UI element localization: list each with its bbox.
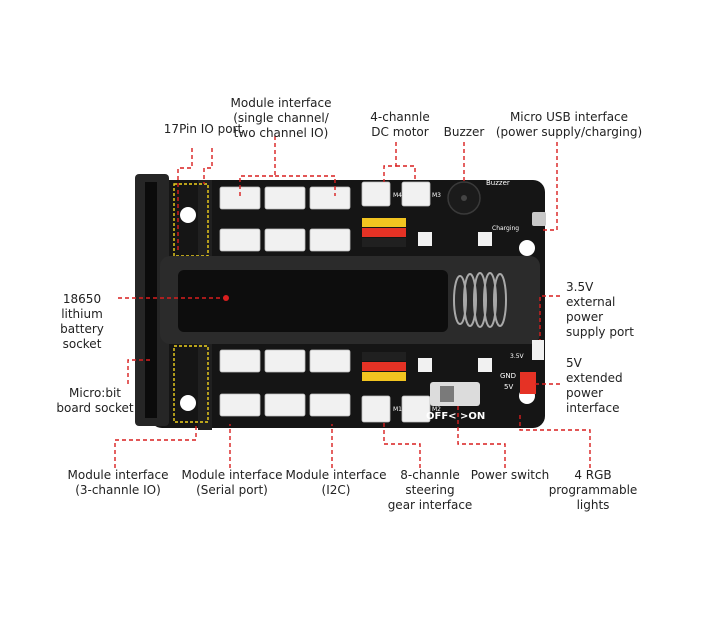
label-power-switch: Power switch — [470, 468, 550, 482]
rgb-led-bottom — [418, 358, 492, 372]
callout-lines — [114, 136, 591, 468]
board-text-m4: M4 — [393, 192, 402, 199]
board-text-5v: 5V — [504, 383, 513, 391]
label-module-i2c: Module interface (I2C) — [285, 468, 387, 497]
label-steering: 8-channle steering gear interface — [387, 468, 473, 512]
board-text-charging: Charging — [492, 225, 519, 232]
battery-spring — [453, 272, 507, 328]
ext-5v-terminal — [520, 372, 536, 394]
board-text-35v: 3.5V — [510, 353, 525, 360]
label-microbit: Micro:bit board socket — [56, 386, 134, 415]
battery-cell — [178, 270, 448, 332]
board-text-m3: M3 — [432, 192, 441, 199]
label-17pin: 17Pin IO port — [163, 122, 243, 136]
label-micro-usb: Micro USB interface (power supply/chargi… — [495, 110, 643, 139]
mount-hole — [180, 395, 196, 411]
board-text-m2: M2 — [432, 406, 441, 413]
label-buzzer: Buzzer — [443, 125, 485, 139]
board-text-m1: M1 — [393, 406, 402, 413]
board-text-gnd: GND — [500, 372, 516, 380]
board-text-buzzer: Buzzer — [486, 179, 510, 187]
label-ext-power: 3.5V external power supply port — [566, 280, 634, 339]
board-text-off-on: OFF< >ON — [426, 411, 485, 422]
mount-hole — [519, 240, 535, 256]
label-battery: 18650 lithium battery socket — [60, 292, 104, 351]
mount-hole — [180, 207, 196, 223]
microbit-slot — [145, 182, 157, 418]
ext-35v-port — [532, 340, 544, 360]
top-servo-headers — [362, 218, 406, 247]
label-module-single-two: Module interface (single channel/ two ch… — [230, 96, 332, 140]
label-module-serial: Module interface (Serial port) — [181, 468, 283, 497]
label-ext-5v: 5V extended power interface — [566, 356, 623, 415]
power-switch — [430, 382, 480, 406]
label-dc-motor: 4-channle DC motor — [370, 110, 430, 139]
label-rgb: 4 RGB programmable lights — [548, 468, 638, 512]
top-module-connectors — [219, 181, 431, 252]
bottom-servo-headers — [362, 352, 406, 381]
bottom-module-connectors — [219, 349, 431, 423]
label-module-3io: Module interface (3-channle IO) — [67, 468, 169, 497]
rgb-led-top — [418, 232, 492, 246]
micro-usb-port — [532, 212, 546, 226]
